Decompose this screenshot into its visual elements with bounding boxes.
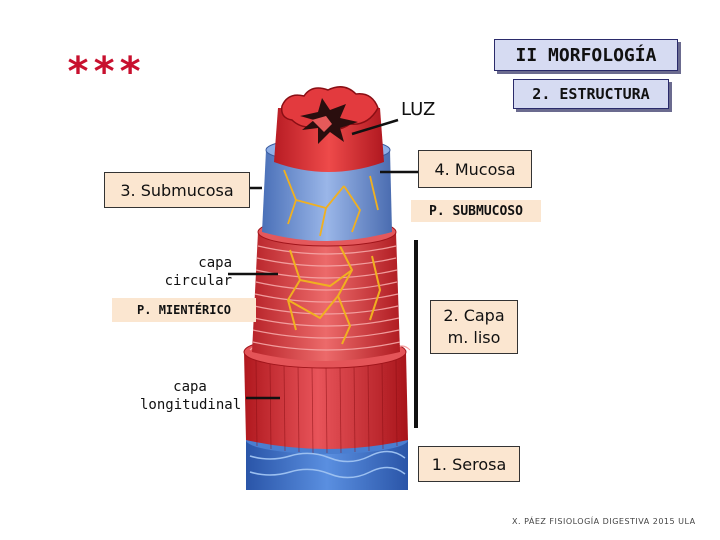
leader-lines (228, 118, 418, 400)
smooth-muscle-label-line1: 2. Capa (443, 306, 505, 325)
mucosa-label: 4. Mucosa (418, 150, 532, 188)
lumen-label: LUZ (401, 99, 436, 120)
circular-layer-label: capa circular (152, 254, 232, 290)
longitudinal-layer-label-line2: longitudinal (140, 397, 242, 413)
mucosa-layer (274, 86, 384, 172)
lumen (300, 98, 358, 144)
circular-layer-label-line2: circular (164, 273, 232, 289)
myenteric-plexus-label: P. MIENTÉRICO (112, 298, 256, 322)
smooth-muscle-label: 2. Capa m. liso (430, 300, 518, 354)
smooth-muscle-label-line2: m. liso (447, 328, 501, 347)
asterisk-marker: *** (66, 49, 145, 95)
submucosal-plexus-label: P. SUBMUCOSO (411, 200, 541, 222)
longitudinal-layer-label: capa longitudinal (140, 378, 242, 414)
section-subtitle: 2. ESTRUCTURA (513, 79, 669, 109)
submucosa-label: 3. Submucosa (104, 172, 250, 208)
section-title: II MORFOLOGÍA (494, 39, 678, 71)
longitudinal-layer-label-line1: capa (173, 379, 207, 395)
circular-layer-label-line1: capa (198, 255, 232, 271)
serosa-label: 1. Serosa (418, 446, 520, 482)
footer-credit: X. PÁEZ FISIOLOGÍA DIGESTIVA 2015 ULA (512, 517, 696, 526)
